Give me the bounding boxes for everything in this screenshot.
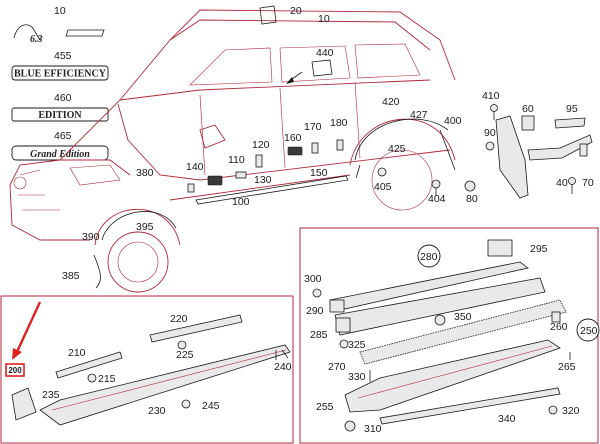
mudflap-assembly[interactable]	[495, 115, 593, 199]
callout-295: 295	[530, 243, 548, 255]
callout-385: 385	[62, 270, 80, 282]
callout-70: 70	[582, 177, 594, 189]
callout-130: 130	[254, 174, 272, 186]
fasteners-right[interactable]	[355, 104, 576, 197]
callout-395: 395	[136, 221, 154, 233]
callout-340: 340	[498, 413, 516, 425]
running-board-right[interactable]	[312, 239, 600, 432]
callout-100: 100	[232, 196, 250, 208]
callout-180: 180	[330, 117, 348, 129]
callout-95: 95	[566, 103, 578, 115]
callout-404: 404	[428, 193, 446, 205]
callout-235: 235	[42, 389, 60, 401]
callout-60: 60	[522, 103, 534, 115]
lower-left-panel	[0, 295, 294, 444]
front-arch-molding[interactable]	[93, 211, 177, 289]
callout-300: 300	[304, 273, 322, 285]
callout-320: 320	[562, 405, 580, 417]
badge-text-blue-efficiency: BLUE EFFICIENCY	[14, 69, 107, 80]
callout-170: 170	[304, 121, 322, 133]
label-460: 460	[54, 92, 72, 104]
ring-250	[576, 318, 600, 342]
running-board-left[interactable]	[11, 314, 291, 426]
callout-427: 427	[410, 109, 428, 121]
highlight-label: 200	[8, 366, 22, 375]
badge-465[interactable]: 465 Grand Edition	[11, 130, 109, 161]
callout-410: 410	[482, 90, 500, 102]
label-450: 10	[54, 5, 66, 17]
callout-215: 215	[98, 373, 116, 385]
callout-290: 290	[306, 305, 324, 317]
callout-245: 245	[202, 400, 220, 412]
callout-265: 265	[558, 361, 576, 373]
callout-160: 160	[284, 132, 302, 144]
rear-arch-molding[interactable]	[354, 118, 456, 171]
callout-420: 420	[382, 96, 400, 108]
label-465: 465	[54, 130, 72, 142]
callout-110: 110	[228, 154, 245, 166]
callout-405: 405	[374, 181, 392, 193]
callout-400: 400	[444, 115, 462, 127]
callout-80: 80	[466, 193, 478, 205]
label-455: 455	[54, 50, 72, 62]
ring-280	[417, 244, 441, 268]
badge-460[interactable]: 460 EDITION	[11, 92, 109, 122]
callout-10: 10	[318, 13, 330, 25]
door-trim-parts[interactable]	[187, 5, 344, 193]
callout-225: 225	[176, 349, 194, 361]
callout-270: 270	[328, 361, 346, 373]
badge-text-63: 6.3	[30, 34, 43, 45]
badge-text-grand-edition: Grand Edition	[30, 149, 90, 160]
callout-310: 310	[364, 423, 382, 435]
callout-250: 250	[580, 325, 598, 337]
callout-280: 280	[420, 251, 438, 263]
highlight-part-200[interactable]: 200	[5, 301, 42, 377]
callout-240: 240	[274, 361, 292, 373]
badge-text-edition: EDITION	[38, 110, 82, 121]
callout-425: 425	[388, 143, 406, 155]
callout-255: 255	[316, 401, 334, 413]
callout-230: 230	[148, 405, 166, 417]
badge-450[interactable]: 10 6.3	[13, 5, 105, 45]
callout-220: 220	[170, 313, 188, 325]
callout-20: 20	[290, 5, 302, 17]
callout-120: 120	[252, 139, 270, 151]
callout-440: 440	[316, 47, 334, 59]
callout-90: 90	[484, 127, 496, 139]
callout-140: 140	[186, 161, 204, 173]
callout-260: 260	[550, 321, 568, 333]
callout-380: 380	[136, 167, 154, 179]
callout-40: 40	[556, 177, 568, 189]
callout-390: 390	[82, 231, 100, 243]
callout-330: 330	[348, 371, 366, 383]
callout-labels: 10 20 40 60 70 80 90 95 100 110 120 130 140 150 160170…	[42, 5, 598, 435]
vehicle-outline	[9, 9, 456, 293]
callout-210: 210	[68, 347, 86, 359]
callout-285: 285	[310, 329, 328, 341]
callout-325: 325	[348, 339, 366, 351]
badge-455[interactable]: 455 BLUE EFFICIENCY	[11, 50, 109, 81]
callout-150: 150	[310, 167, 328, 179]
callout-350: 350	[454, 311, 472, 323]
